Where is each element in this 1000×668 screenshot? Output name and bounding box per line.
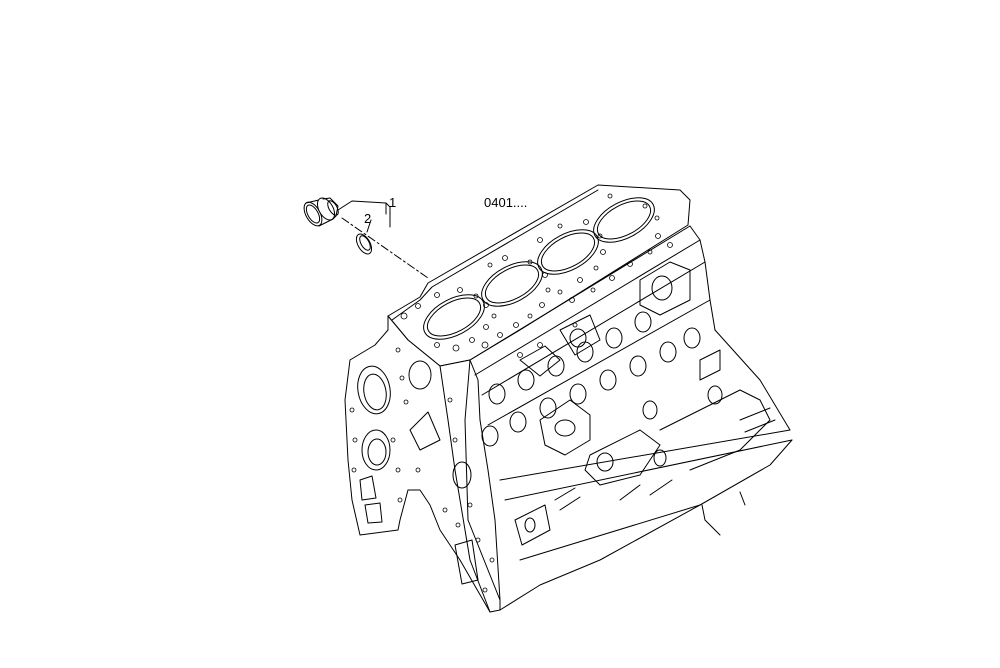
reference-code-label: 0401.... — [484, 195, 528, 210]
callout-number-2: 2 — [364, 211, 372, 226]
assembly-axis-line — [342, 218, 428, 278]
callout-leaders — [338, 201, 390, 232]
engine-block — [345, 185, 792, 612]
plug-part-1 — [300, 195, 340, 229]
seal-ring-part-2 — [353, 231, 374, 256]
callout-number-1: 1 — [389, 195, 397, 210]
